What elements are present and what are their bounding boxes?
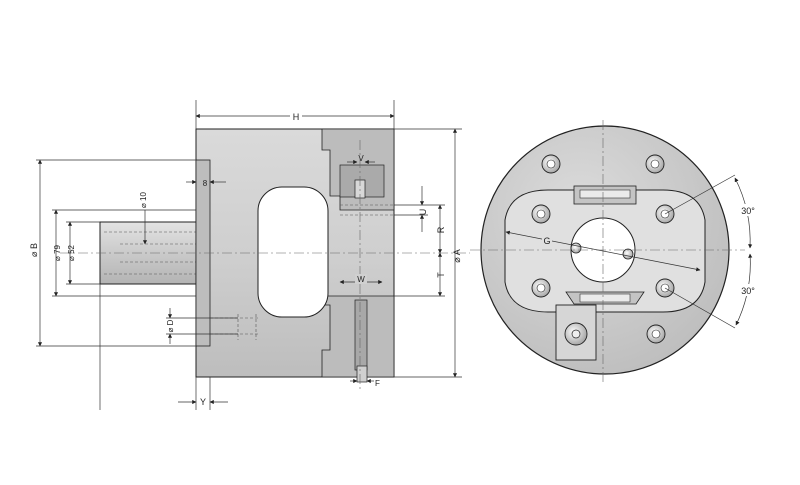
dim-d-label: ⌀ D [166, 319, 175, 332]
dim-y-label: Y [200, 397, 206, 407]
dim-b-label: ⌀ B [29, 243, 39, 257]
outer-bolts [541, 154, 666, 344]
dim-t-label: T [436, 272, 446, 278]
dim-u-label: U [418, 209, 428, 216]
dim-v-label: V [358, 154, 364, 163]
dim-a-label: ⌀ A [452, 249, 462, 262]
dim-8-label: 8 [203, 179, 208, 188]
dim-g-label: G [543, 236, 550, 246]
dim-r-label: R [436, 226, 446, 233]
inner-bolts [531, 204, 675, 298]
side-dimensions: H ⌀ A R T U V W F Y [29, 100, 462, 410]
dim-f-label: F [375, 379, 380, 388]
dim-52-label: ⌀ 52 [67, 244, 76, 260]
dim-w-label: W [357, 275, 365, 284]
angle-top-label: 30° [741, 206, 755, 216]
dim-10-label: ⌀ 10 [139, 192, 148, 208]
angle-bottom-label: 30° [741, 286, 755, 296]
front-view: G 30° 30° [470, 120, 759, 385]
dim-79-label: ⌀ 79 [53, 244, 62, 260]
dim-h-label: H [293, 112, 300, 122]
side-view [60, 128, 470, 390]
center-window [257, 186, 329, 318]
